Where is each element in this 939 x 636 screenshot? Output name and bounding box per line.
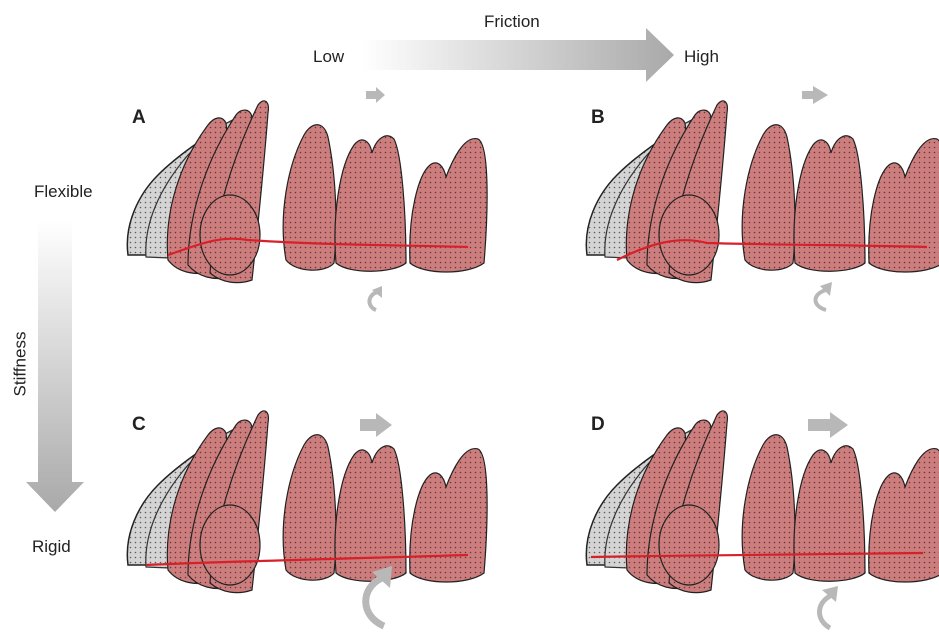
translation-arrow-d (808, 412, 848, 438)
stiffness-arrow (26, 220, 84, 512)
panel-c-teeth (127, 411, 487, 593)
translation-arrow-c (360, 413, 392, 437)
rotation-arrow-d (820, 586, 839, 628)
panel-d-teeth (586, 411, 939, 593)
panel-a-teeth (127, 101, 487, 283)
rotation-arrow-b (816, 282, 833, 310)
translation-arrow-b (802, 86, 828, 104)
friction-arrow (362, 28, 674, 82)
rotation-arrow-a (369, 286, 382, 310)
translation-arrow-a (366, 87, 385, 103)
panel-b-teeth (586, 101, 939, 283)
